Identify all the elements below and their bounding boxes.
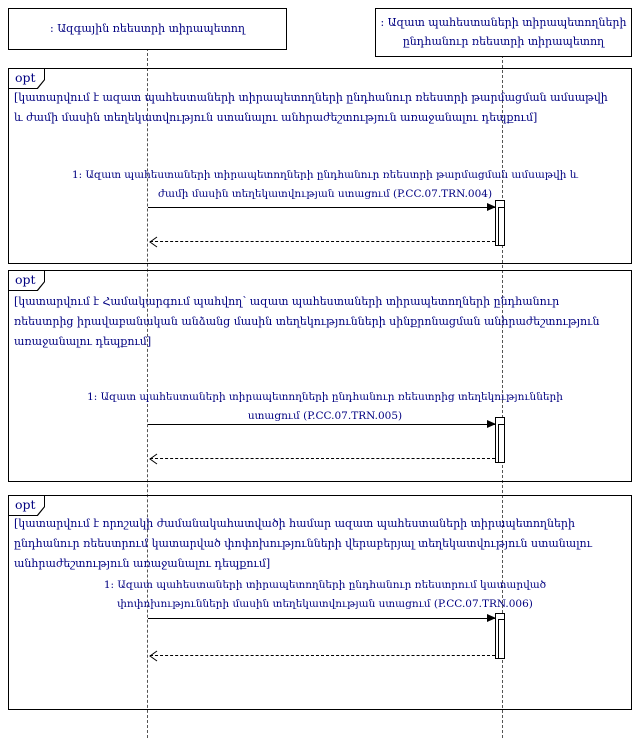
fragment-1-activation-bar-nested (498, 207, 505, 246)
fragment-3-guard-condition: [կատարվում է որոշակի ժամանակահատվածի համ… (14, 517, 593, 570)
fragment-3-operator-label: opt (15, 497, 36, 512)
fragment-2-operator-label: opt (15, 272, 36, 287)
fragment-2-frame (8, 270, 632, 482)
actor-common-register-label-line1: : Ազատ պահեստաների տիրապետողների (380, 15, 627, 29)
fragment-1-guard-condition: [կատարվում է ազատ պահեստաների տիրապետողն… (14, 91, 608, 124)
operator-tab-shape (9, 271, 44, 290)
lifeline-national-register (147, 48, 148, 738)
fragment-3-operator-tab: opt (9, 496, 45, 516)
filled-arrowhead-icon (487, 420, 496, 428)
actor-common-register-box: : Ազատ պահեստաների տիրապետողների ընդհանո… (375, 8, 632, 57)
fragment-1-call-arrow (148, 203, 496, 211)
fragment-1-return-arrow (149, 236, 495, 248)
fragment-2-return-arrow (149, 453, 495, 465)
lifeline-common-register (502, 55, 503, 738)
fragment-2-activation-bar-nested (498, 424, 505, 463)
open-arrowhead-icon (149, 650, 158, 662)
fragment-1-operator-tab: opt (9, 69, 45, 89)
actor-common-register-label-line2: ընդհանուր ռեեստրի տիրապետող (402, 34, 605, 48)
fragment-2-guard-condition: [կատարվում է Համակարգում պահվող՝ ազատ պա… (14, 295, 600, 348)
filled-arrowhead-icon (487, 614, 496, 622)
actor-national-register-box: : Ազգային ռեեստրի տիրապետող (8, 8, 287, 50)
actor-national-register-label: : Ազգային ռեեստրի տիրապետող (50, 21, 245, 35)
fragment-1-operator-label: opt (15, 70, 36, 85)
fragment-2-operator-tab: opt (9, 271, 45, 291)
open-arrowhead-icon (149, 236, 158, 248)
fragment-1-frame (8, 68, 632, 264)
filled-arrowhead-icon (487, 203, 496, 211)
fragment-3-return-arrow (149, 650, 495, 662)
operator-tab-shape (9, 496, 44, 515)
fragment-2-message-label: 1: Ազատ պահեստաների տիրապետողների ընդհան… (87, 391, 563, 422)
operator-tab-shape (9, 69, 44, 88)
fragment-3-frame (8, 495, 632, 710)
open-arrowhead-icon (149, 453, 158, 465)
fragment-2-call-arrow (148, 420, 496, 428)
fragment-3-message-label: 1: Ազատ պահեստաների տիրապետողների ընդհան… (103, 579, 547, 610)
fragment-3-activation-bar-nested (498, 619, 505, 659)
fragment-1-message-label: 1: Ազատ պահեստաների տիրապետողների ընդհան… (71, 169, 579, 200)
fragment-3-call-arrow (148, 614, 496, 622)
